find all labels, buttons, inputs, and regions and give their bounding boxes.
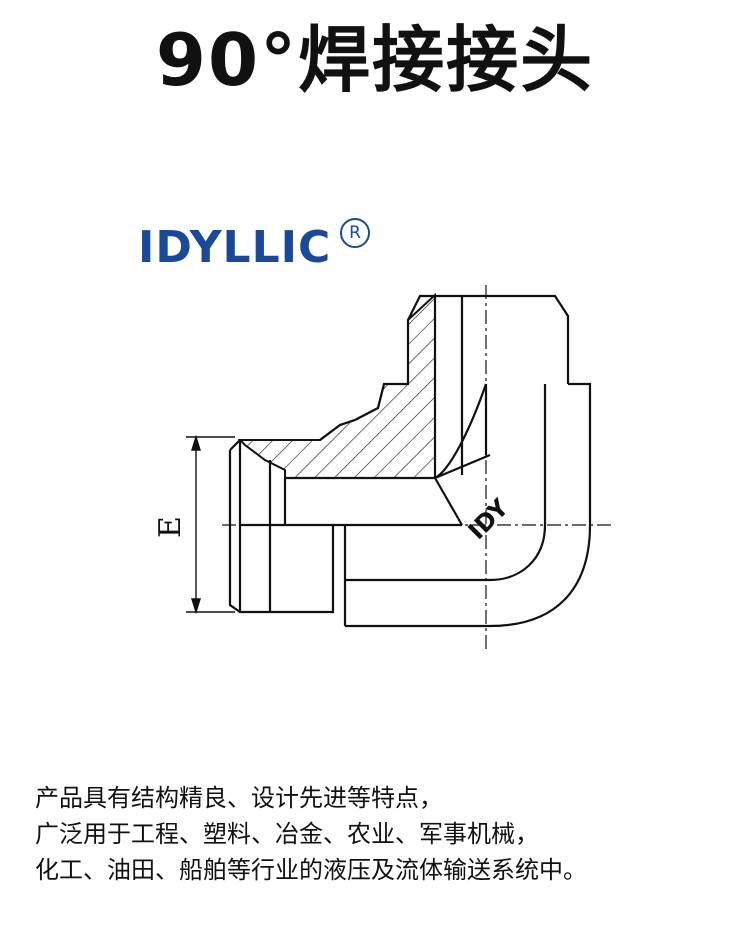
body-mark: IDY — [463, 493, 515, 545]
dimension-e — [186, 434, 235, 615]
logo-text: IDYLLIC — [138, 222, 332, 273]
description-line: 广泛用于工程、塑料、冶金、农业、军事机械， — [35, 820, 539, 848]
description-line: 化工、油田、船舶等行业的液压及流体输送系统中。 — [35, 856, 587, 884]
brand-logo: IDYLLIC R — [138, 218, 370, 273]
description-line: 产品具有结构精良、设计先进等特点， — [35, 784, 443, 812]
page-title: 90°焊接接头 — [155, 18, 595, 102]
center-lines — [222, 285, 612, 650]
hatched-section — [237, 292, 436, 479]
registered-mark-icon: R — [340, 218, 370, 248]
dimension-label: E — [153, 516, 188, 538]
fitting-diagram: E IDY — [153, 285, 612, 650]
description: 产品具有结构精良、设计先进等特点， 广泛用于工程、塑料、冶金、农业、军事机械， … — [35, 780, 735, 888]
